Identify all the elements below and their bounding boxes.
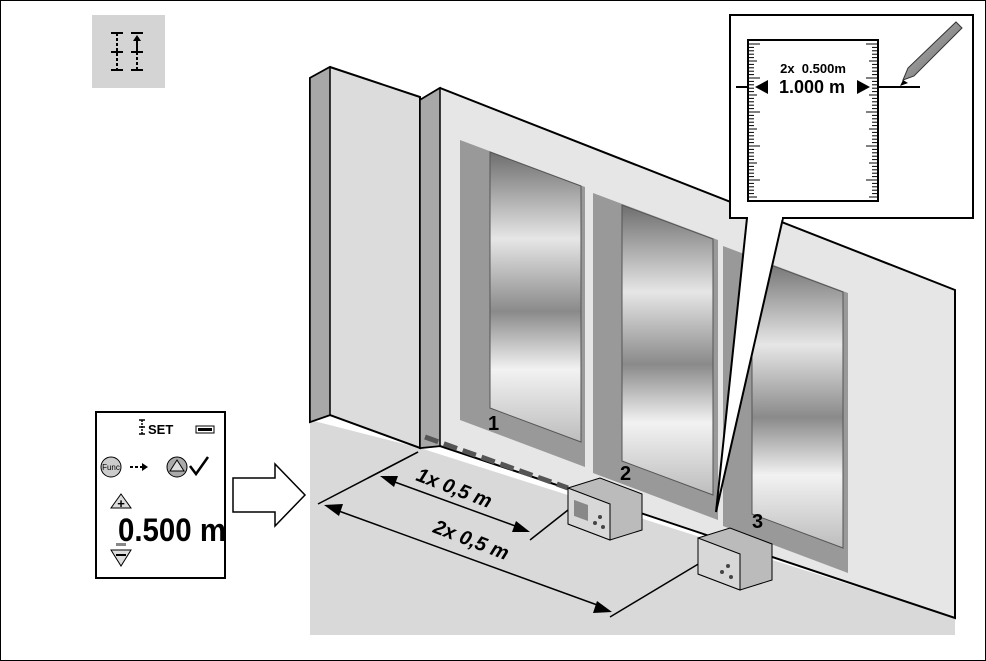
laser-device-2 <box>567 477 643 541</box>
callout: 2x 0.500m 1.000 m <box>715 14 974 513</box>
laser-device-3 <box>697 527 773 591</box>
callout-line-2: 1.000 m <box>779 77 845 97</box>
arrow-right-icon <box>857 80 870 94</box>
position-label-2: 2 <box>620 463 631 485</box>
pencil-icon <box>900 21 963 86</box>
position-label-3: 3 <box>752 511 763 533</box>
check-icon <box>189 456 210 477</box>
device-display: SET Func + 0.500 m <box>95 411 226 579</box>
ruler <box>747 39 879 202</box>
laser-line <box>424 434 569 491</box>
display-header: SET <box>148 422 173 437</box>
window-2 <box>593 193 718 520</box>
display-value: 0.500 m <box>118 512 226 548</box>
arrow-right-icon <box>232 462 307 528</box>
callout-line-1: 2x 0.500m <box>780 61 846 76</box>
arrow-left-icon <box>755 80 768 94</box>
plus-icon <box>110 493 132 509</box>
window-1 <box>460 140 585 467</box>
position-label-1: 1 <box>488 413 499 435</box>
func-label: Func <box>102 463 120 472</box>
dimension-2x <box>317 451 701 618</box>
mode-icon <box>92 15 165 88</box>
func-button-icon <box>100 456 122 478</box>
svg-text:+: + <box>117 496 125 511</box>
